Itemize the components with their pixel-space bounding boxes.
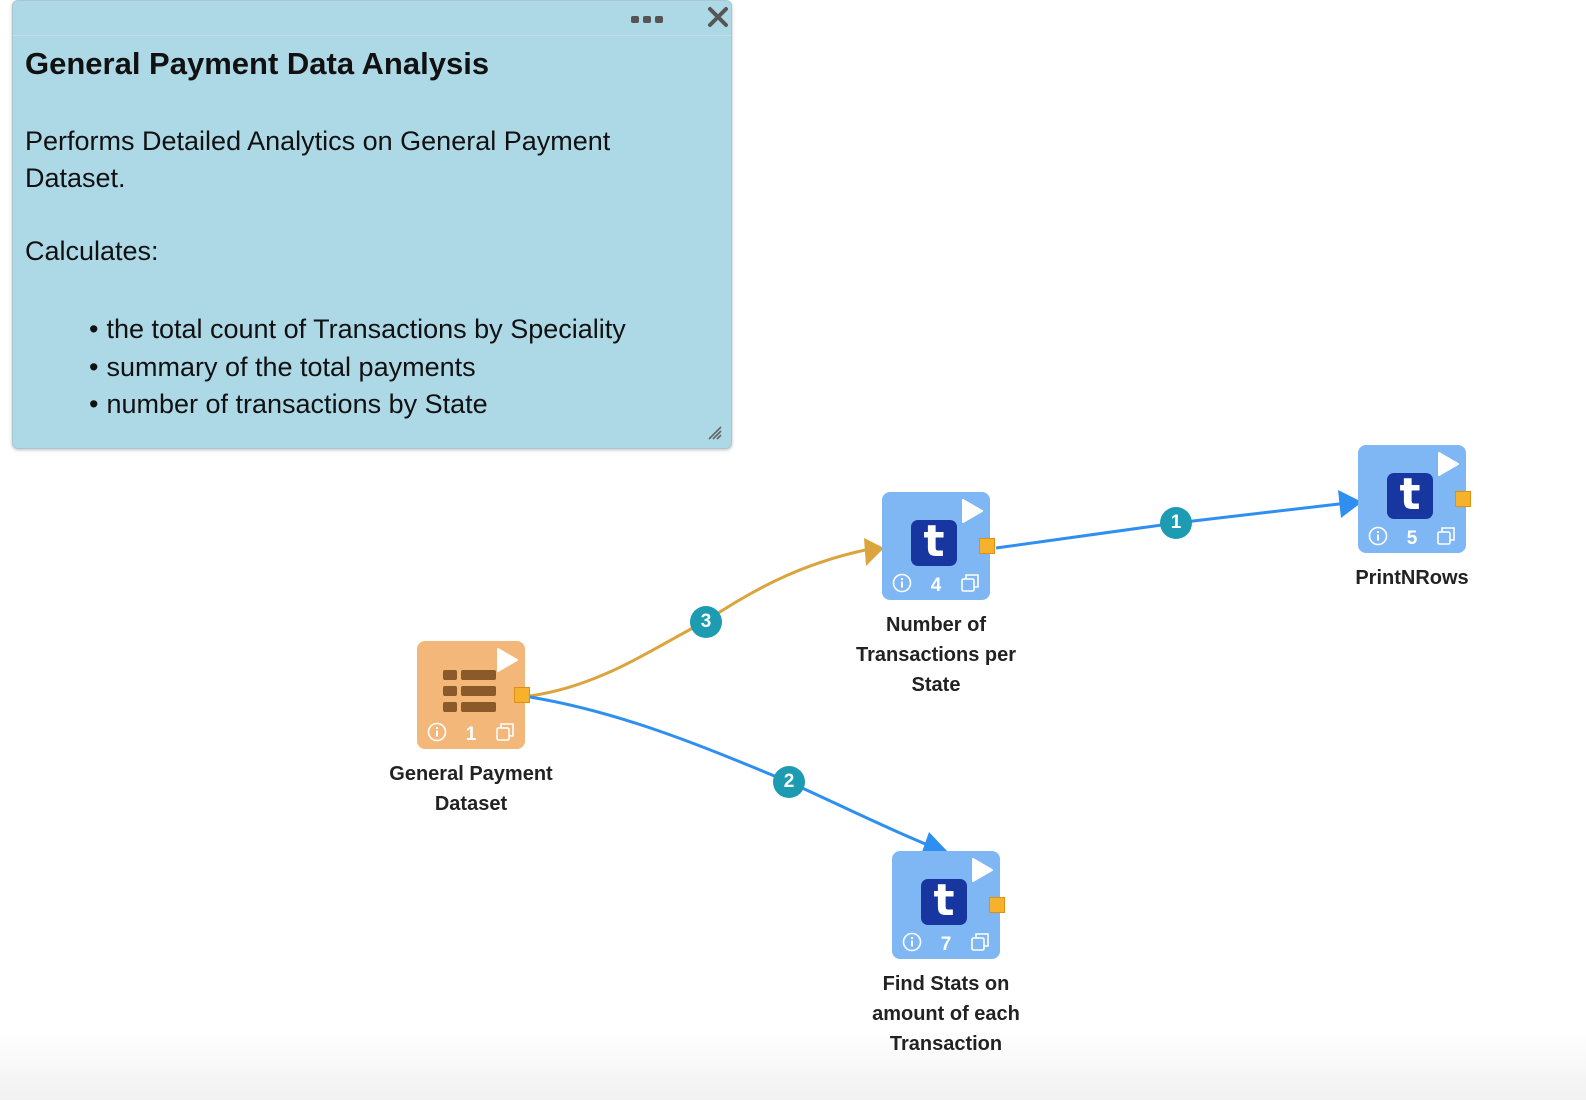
info-icon[interactable]: [892, 573, 912, 593]
node-label: PrintNRows: [1355, 567, 1469, 589]
note-bullet-list: the total count of Transactions by Speci…: [89, 311, 626, 424]
info-icon[interactable]: [1368, 526, 1388, 546]
run-icon[interactable]: [960, 498, 984, 524]
note-title: General Payment Data Analysis: [25, 46, 490, 81]
run-icon[interactable]: [495, 647, 519, 673]
node-printnrows[interactable]: t 5: [1358, 445, 1471, 553]
node-label: Number of Transactions per State: [855, 614, 1017, 696]
node-label: General Payment Dataset: [389, 763, 553, 815]
canvas-bottom-fade: [0, 1030, 1586, 1100]
edge-2-badge[interactable]: 2: [773, 766, 805, 798]
close-icon[interactable]: [706, 5, 730, 29]
edge-2-arrowhead: [922, 832, 948, 852]
output-port[interactable]: [989, 897, 1005, 913]
edge-1-badge[interactable]: 1: [1160, 507, 1192, 539]
output-port[interactable]: [1455, 491, 1471, 507]
edge-3-badge[interactable]: 3: [690, 606, 722, 638]
output-port[interactable]: [514, 687, 530, 703]
transform-t-icon: t: [921, 879, 967, 925]
note-bullet-item: summary of the total payments: [89, 349, 626, 387]
info-icon[interactable]: [427, 722, 447, 742]
note-topbar[interactable]: [13, 1, 731, 36]
note-calculates-label: Calculates:: [25, 236, 159, 266]
copy-icon[interactable]: [495, 722, 515, 742]
note-description: Performs Detailed Analytics on General P…: [25, 126, 611, 193]
run-icon[interactable]: [970, 857, 994, 883]
edge-3-arrowhead: [864, 538, 884, 566]
edge-2-line[interactable]: [529, 695, 946, 854]
transform-t-icon: t: [911, 520, 957, 566]
dataset-table-icon: [443, 670, 496, 712]
node-label: Find Stats on amount of each Transaction: [872, 973, 1020, 1055]
copy-icon[interactable]: [960, 573, 980, 593]
transform-t-icon: t: [1387, 473, 1433, 519]
node-number: 1: [465, 724, 477, 745]
info-icon[interactable]: [902, 932, 922, 952]
run-icon[interactable]: [1436, 451, 1460, 477]
resize-handle-icon[interactable]: [707, 425, 723, 441]
copy-icon[interactable]: [970, 932, 990, 952]
note-panel[interactable]: General Payment Data Analysis Performs D…: [12, 0, 732, 449]
note-bullet-item: number of transactions by State: [89, 386, 626, 424]
note-bullet-item: the total count of Transactions by Speci…: [89, 311, 625, 349]
copy-icon[interactable]: [1436, 526, 1456, 546]
node-number: 5: [1406, 528, 1418, 549]
node-general-payment-dataset[interactable]: 1: [417, 641, 530, 749]
node-number: 4: [930, 575, 942, 596]
node-find-stats[interactable]: t 7: [892, 851, 1005, 959]
output-port[interactable]: [979, 538, 995, 554]
edge-1-arrowhead: [1338, 490, 1362, 518]
node-number: 7: [940, 934, 952, 955]
node-number-of-transactions-per-state[interactable]: t 4: [882, 492, 995, 600]
more-options-icon[interactable]: [630, 11, 664, 27]
